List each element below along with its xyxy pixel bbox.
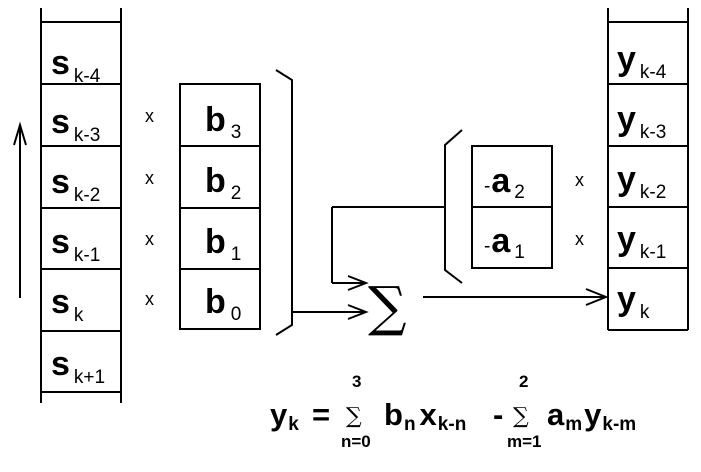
feedback-bracket bbox=[444, 129, 463, 284]
times-sign-a1: x bbox=[575, 229, 584, 249]
output-arrow bbox=[423, 288, 609, 306]
sum1-symbol: ∑ bbox=[346, 404, 362, 429]
sum1-lower-limit: n=0 bbox=[341, 432, 371, 451]
sum2-lower-limit: m=1 bbox=[507, 432, 542, 451]
summation-symbol: ∑ bbox=[368, 275, 407, 338]
feedforward-bracket bbox=[275, 69, 293, 336]
sum2-upper-limit: 2 bbox=[519, 372, 528, 391]
s-b-multiply-signs: x x x x bbox=[145, 106, 154, 309]
times-sign-b2: x bbox=[145, 168, 154, 188]
sum1-upper-limit: 3 bbox=[352, 372, 361, 391]
equation-minus: - bbox=[493, 397, 503, 432]
term2: amyk-m bbox=[547, 397, 636, 435]
times-sign-b0: x bbox=[145, 289, 154, 309]
times-sign-a2: x bbox=[575, 170, 584, 190]
sum2-symbol: ∑ bbox=[513, 404, 529, 429]
equation-lhs: yk bbox=[270, 397, 299, 435]
a-y-multiply-signs: x x bbox=[575, 170, 584, 249]
equation-equals: = bbox=[312, 397, 330, 432]
feedback-arrow bbox=[331, 206, 445, 291]
times-sign-b1: x bbox=[145, 229, 154, 249]
shift-up-arrow bbox=[13, 121, 27, 298]
feedforward-arrow bbox=[293, 304, 369, 320]
times-sign-b3: x bbox=[145, 106, 154, 126]
